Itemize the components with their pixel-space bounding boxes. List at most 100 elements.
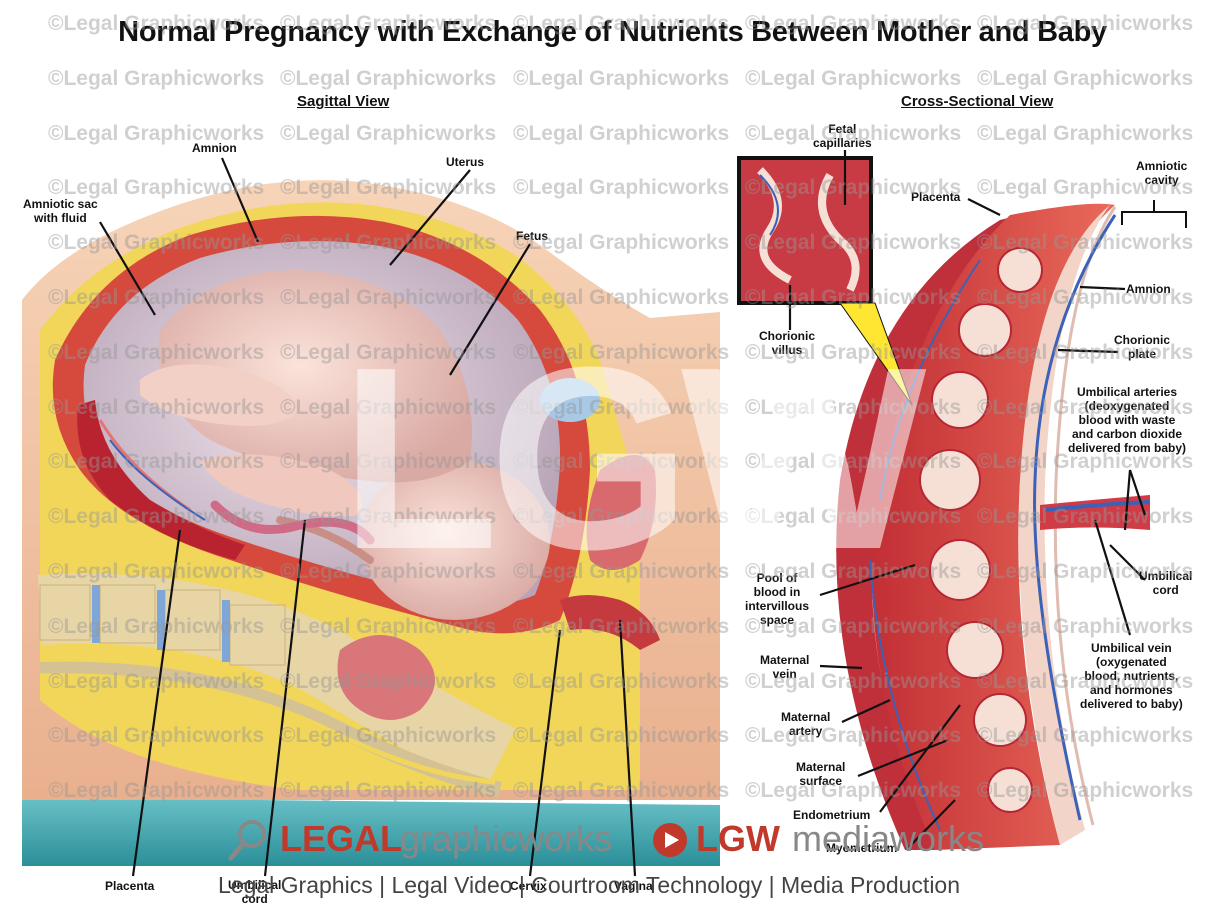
watermark-text: ©Legal Graphicworks bbox=[280, 724, 497, 748]
brand-mediaworks: mediaworks bbox=[792, 818, 985, 859]
watermark-text: ©Legal Graphicworks bbox=[745, 12, 962, 35]
rectum bbox=[586, 455, 656, 570]
cross-sectional-view-heading: Cross-Sectional View bbox=[901, 93, 1054, 110]
watermark-text: ©Legal Graphicworks bbox=[513, 450, 730, 474]
placenta-left bbox=[77, 400, 245, 560]
watermark-text: ©Legal Graphicworks bbox=[513, 724, 730, 748]
watermark-text: ©Legal Graphicworks bbox=[745, 450, 962, 474]
watermark-text: ©Legal Graphicworks bbox=[280, 340, 497, 364]
watermark-text: ©Legal Graphicworks bbox=[280, 286, 497, 309]
watermark-text: ©Legal Graphicworks bbox=[977, 450, 1194, 474]
watermark-text: ©Legal Graphicworks bbox=[513, 779, 730, 803]
cervix-vagina bbox=[560, 595, 660, 650]
label-placenta-right: Placenta bbox=[911, 190, 961, 204]
label-umbilical-cord-right: Umbilical cord bbox=[1139, 569, 1193, 597]
watermark-text: ©Legal Graphicworks bbox=[745, 669, 962, 693]
label-chorionic-plate: Chorionic plate bbox=[1114, 333, 1170, 361]
watermark-text: ©Legal Graphicworks bbox=[513, 505, 730, 529]
label-uterus: Uterus bbox=[446, 155, 485, 169]
watermark-text: ©Legal Graphicworks bbox=[280, 669, 497, 693]
watermark-text: ©Legal Graphicworks bbox=[280, 614, 497, 638]
spine bbox=[37, 573, 516, 798]
fetus-arm bbox=[200, 454, 362, 517]
watermark-text: ©Legal Graphicworks bbox=[745, 66, 962, 90]
inset-frame bbox=[737, 156, 873, 305]
fetus-body bbox=[158, 270, 473, 483]
label-maternal-artery: Maternal artery bbox=[781, 710, 831, 738]
watermark-text: ©Legal Graphicworks bbox=[280, 779, 497, 803]
watermark-text: ©Legal Graphicworks bbox=[513, 12, 730, 35]
label-endometrium: Endometrium bbox=[793, 808, 871, 822]
watermark-text: ©Legal Graphicworks bbox=[745, 724, 962, 748]
watermark-text: ©Legal Graphicworks bbox=[280, 560, 497, 583]
watermark-text: ©Legal Graphicworks bbox=[48, 66, 265, 90]
watermark-text: ©Legal Graphicworks bbox=[977, 395, 1194, 419]
watermark-text: ©Legal Graphicworks bbox=[513, 231, 730, 255]
label-amnion: Amnion bbox=[192, 141, 237, 155]
brand-legal: LEGAL bbox=[280, 818, 402, 859]
bladder bbox=[540, 378, 600, 422]
watermark-text: ©Legal Graphicworks bbox=[977, 779, 1194, 803]
cross-section-illustration bbox=[737, 156, 1187, 850]
watermark-text: ©Legal Graphicworks bbox=[977, 286, 1194, 309]
label-amniotic-sac: Amniotic sac with fluid bbox=[23, 197, 98, 225]
big-watermark: LGW bbox=[340, 314, 926, 604]
watermark-text: ©Legal Graphicworks bbox=[513, 614, 730, 638]
watermark-text: ©Legal Graphicworks bbox=[745, 286, 962, 309]
brand-graphicworks: graphicworks bbox=[400, 818, 613, 859]
label-amniotic-cavity: Amniotic cavity bbox=[1136, 159, 1188, 187]
amniotic-cavity-bracket bbox=[1121, 200, 1187, 228]
watermark-text: ©Legal Graphicworks bbox=[977, 12, 1194, 35]
watermark-text: ©Legal Graphicworks bbox=[48, 286, 265, 309]
inset-pointer bbox=[839, 302, 913, 406]
footer-tagline: Legal Graphics | Legal Video | Courtroom… bbox=[218, 872, 961, 898]
watermark-text: ©Legal Graphicworks bbox=[48, 669, 265, 693]
watermark-text: ©Legal Graphicworks bbox=[48, 560, 265, 583]
umbilical-cord-left bbox=[210, 500, 375, 545]
label-maternal-vein: Maternal vein bbox=[760, 653, 810, 681]
watermark-text: ©Legal Graphicworks bbox=[48, 779, 265, 803]
watermark-text: ©Legal Graphicworks bbox=[48, 505, 265, 529]
watermark-text: ©Legal Graphicworks bbox=[48, 121, 265, 145]
watermark-text: ©Legal Graphicworks bbox=[977, 340, 1194, 364]
label-umbilical-arteries: Umbilical arteries (deoxygenated blood w… bbox=[1068, 385, 1187, 455]
watermark-text: ©Legal Graphicworks bbox=[977, 505, 1194, 529]
watermark-text: ©Legal Graphicworks bbox=[745, 505, 962, 529]
watermark-text: ©Legal Graphicworks bbox=[48, 176, 265, 200]
watermark-text: ©Legal Graphicworks bbox=[977, 724, 1194, 748]
watermark-text: ©Legal Graphicworks bbox=[977, 614, 1194, 638]
chorionic-plate bbox=[1018, 205, 1110, 845]
watermark-text: ©Legal Graphicworks bbox=[745, 779, 962, 803]
placenta-crescent bbox=[872, 203, 1115, 850]
watermark-text: ©Legal Graphicworks bbox=[745, 121, 962, 145]
watermark-text: ©Legal Graphicworks bbox=[280, 176, 497, 200]
play-icon bbox=[653, 823, 687, 857]
sagittal-view-heading: Sagittal View bbox=[297, 93, 390, 110]
watermark-text: ©Legal Graphicworks bbox=[280, 231, 497, 255]
watermark-text: ©Legal Graphicworks bbox=[513, 176, 730, 200]
watermark-text: ©Legal Graphicworks bbox=[977, 176, 1194, 200]
watermark-text: ©Legal Graphicworks bbox=[48, 450, 265, 474]
label-maternal-surface: Maternal surface bbox=[796, 760, 846, 788]
watermark-text: ©Legal Graphicworks bbox=[745, 340, 962, 364]
watermark-text: ©Legal Graphicworks bbox=[48, 12, 265, 35]
label-pool-of-blood: Pool of blood in intervillous space bbox=[745, 571, 810, 627]
label-cervix: Cervix bbox=[510, 879, 547, 893]
watermark-text: ©Legal Graphicworks bbox=[280, 450, 497, 474]
footer-brand: LEGAL graphicworks LGW mediaworks bbox=[228, 818, 1018, 862]
watermark-text: ©Legal Graphicworks bbox=[48, 340, 265, 364]
watermark-text: ©Legal Graphicworks bbox=[745, 395, 962, 419]
leader-lines bbox=[99, 150, 1147, 877]
label-amnion-right: Amnion bbox=[1126, 282, 1171, 296]
watermark-text: ©Legal Graphicworks bbox=[513, 669, 730, 693]
watermark-text: ©Legal Graphicworks bbox=[977, 66, 1194, 90]
watermark-text: ©Legal Graphicworks bbox=[513, 560, 730, 583]
watermark-text: ©Legal Graphicworks bbox=[745, 560, 962, 583]
label-umbilical-vein: Umbilical vein (oxygenated blood, nutrie… bbox=[1080, 641, 1183, 711]
sagittal-illustration bbox=[22, 180, 720, 866]
watermark-text: ©Legal Graphicworks bbox=[977, 560, 1194, 583]
watermark-text: ©Legal Graphicworks bbox=[48, 395, 265, 419]
magnifier-icon bbox=[228, 820, 266, 861]
